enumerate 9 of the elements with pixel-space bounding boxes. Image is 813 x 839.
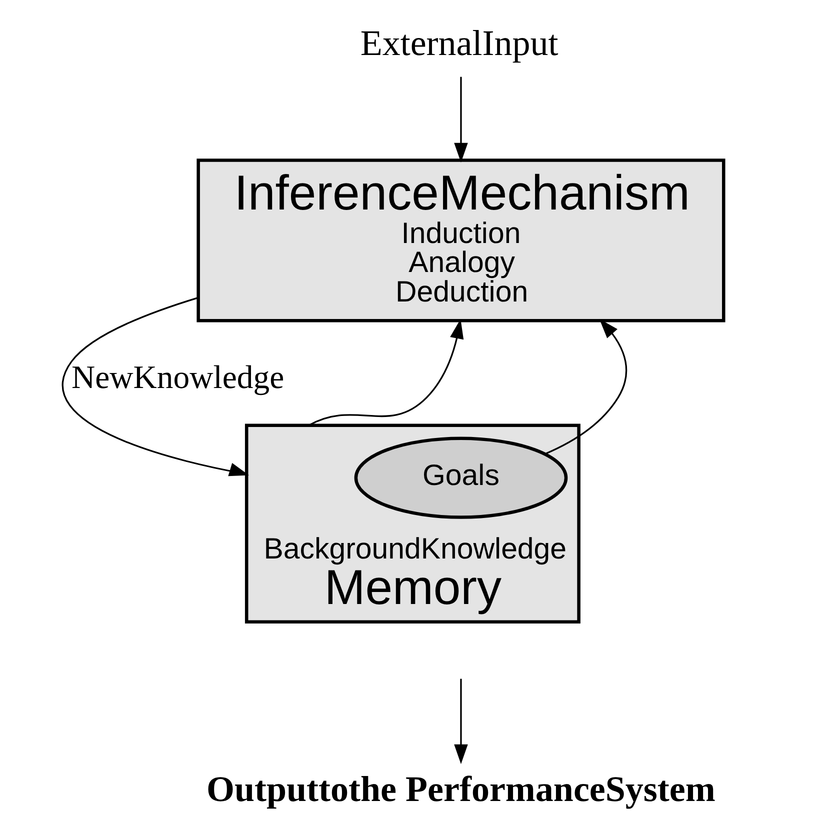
arrow xyxy=(62,296,248,476)
node-text: ExternalInput xyxy=(360,22,558,63)
arrow xyxy=(454,76,468,163)
arrow xyxy=(544,318,627,455)
node-text: Outputtothe PerformanceSystem xyxy=(206,768,715,809)
edge-label: NewKnowledge xyxy=(70,360,284,396)
node-ellipse: Goals xyxy=(354,436,568,519)
arrow xyxy=(454,678,468,764)
node-box: InferenceMechanism Induction Analogy Deduction xyxy=(196,158,725,322)
